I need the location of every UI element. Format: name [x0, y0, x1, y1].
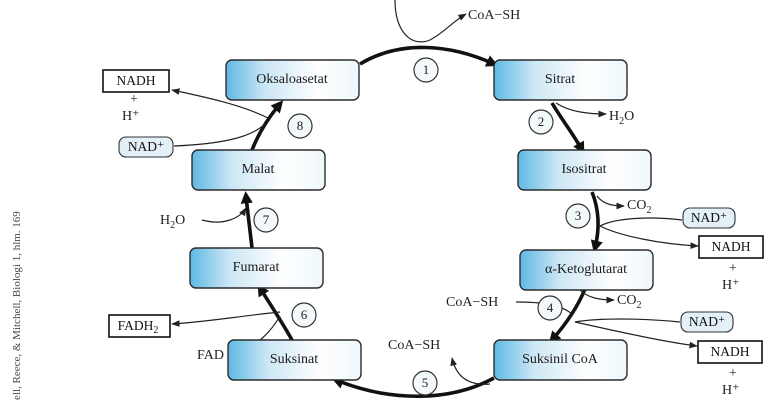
nadh-box-left: NADH — [102, 69, 170, 93]
node-suksinil-coa-label: Suksinil CoA — [522, 352, 599, 367]
side-arrows — [171, 0, 699, 385]
svg-text:NADH: NADH — [712, 239, 751, 254]
svg-text:NAD⁺: NAD⁺ — [689, 314, 725, 329]
step-8-badge: 8 — [287, 113, 313, 139]
arrow-suksinil-to-suksinat — [331, 376, 495, 399]
node-fumarat: Fumarat — [189, 247, 324, 289]
figure-credit: ell, Reece, & Mitchell, Biologi 1, hlm. … — [11, 211, 23, 400]
arrow-nad-in-3 — [599, 217, 683, 227]
node-isositrat: Isositrat — [517, 149, 652, 191]
arrow-nadh-out-4 — [574, 321, 698, 349]
node-malat-label: Malat — [242, 162, 275, 177]
step-1-badge: 1 — [413, 57, 439, 83]
svg-text:3: 3 — [575, 208, 582, 223]
hplus-label-right-1: H⁺ — [722, 278, 740, 293]
node-suksinat-label: Suksinat — [270, 352, 318, 367]
plus-sign-right-2: + — [729, 366, 737, 381]
node-sitrat-label: Sitrat — [545, 72, 575, 87]
arrow-nadh-out-8 — [171, 88, 269, 119]
coa-sh-label-top: CoA−SH — [468, 8, 520, 23]
node-suksinil-coa: Suksinil CoA — [493, 339, 628, 381]
svg-text:NADH: NADH — [711, 344, 750, 359]
node-isositrat-label: Isositrat — [561, 162, 606, 177]
arrow-fadh2-out-6 — [171, 311, 281, 327]
hplus-label-left: H⁺ — [122, 109, 140, 124]
coa-sh-label-ketoglutarat: CoA−SH — [446, 295, 498, 310]
step-5-badge: 5 — [412, 370, 438, 396]
hplus-label-right-2: H⁺ — [722, 383, 740, 398]
svg-text:FADH2: FADH2 — [118, 318, 159, 336]
node-oksaloasetat: Oksaloasetat — [225, 59, 360, 101]
arrow-coa-release-5 — [450, 357, 491, 385]
h2o-label-malat: H2O — [160, 213, 185, 231]
nadh-box-right-2: NADH — [697, 340, 763, 364]
arrow-nad-in-8 — [173, 123, 266, 147]
svg-text:4: 4 — [547, 300, 554, 315]
node-fumarat-label: Fumarat — [233, 260, 280, 275]
arrow-malat-to-oksaloasetat — [250, 100, 284, 151]
step-4-badge: 4 — [537, 295, 563, 321]
arrow-oksaloasetat-to-sitrat — [359, 45, 499, 67]
arrow-sitrat-to-isositrat — [550, 102, 585, 155]
node-ketoglutarat: α-Ketoglutarat — [519, 249, 654, 291]
arrow-h2o-release — [555, 102, 607, 118]
nadh-box-right-1: NADH — [698, 235, 764, 259]
svg-text:NAD⁺: NAD⁺ — [691, 210, 727, 225]
step-6-badge: 6 — [291, 302, 317, 328]
arrow-nad-in-4 — [574, 318, 681, 323]
node-oksaloasetat-label: Oksaloasetat — [256, 72, 328, 87]
node-suksinat: Suksinat — [227, 339, 362, 381]
arrow-co2-release-4 — [579, 289, 615, 304]
node-sitrat: Sitrat — [493, 59, 628, 101]
step-2-badge: 2 — [528, 109, 554, 135]
node-malat: Malat — [191, 149, 326, 191]
coa-sh-label-suksinil: CoA−SH — [388, 338, 440, 353]
nad-plus-pill-right-2: NAD⁺ — [680, 311, 734, 333]
plus-sign-left: + — [130, 92, 138, 107]
arrow-nadh-out-3 — [599, 225, 699, 249]
svg-text:6: 6 — [301, 307, 308, 322]
fadh2-box: FADH2 — [108, 314, 171, 338]
svg-text:8: 8 — [297, 118, 304, 133]
svg-text:NAD⁺: NAD⁺ — [128, 139, 164, 154]
arrow-fumarat-to-malat — [240, 191, 254, 249]
step-3-badge: 3 — [565, 203, 591, 229]
node-ketoglutarat-label: α-Ketoglutarat — [545, 262, 627, 277]
nad-plus-pill-right-1: NAD⁺ — [682, 207, 736, 229]
svg-text:5: 5 — [422, 375, 429, 390]
co2-label-isositrat: CO2 — [627, 198, 651, 216]
fad-label: FAD — [197, 348, 224, 363]
svg-text:NADH: NADH — [117, 73, 156, 88]
arrow-co2-release-3 — [596, 195, 625, 210]
arrow-h2o-in-7 — [201, 207, 247, 223]
plus-sign-right-1: + — [729, 261, 737, 276]
step-7-badge: 7 — [253, 207, 279, 233]
svg-text:7: 7 — [263, 212, 270, 227]
nad-plus-pill-left: NAD⁺ — [118, 136, 174, 158]
arrow-suksinat-to-fumarat — [257, 283, 294, 341]
svg-text:1: 1 — [423, 62, 430, 77]
h2o-label-sitrat: H2O — [609, 109, 634, 127]
arrow-isositrat-to-ketoglutarat — [590, 191, 603, 253]
svg-text:2: 2 — [538, 114, 545, 129]
co2-label-ketoglutarat: CO2 — [617, 293, 641, 311]
arrow-coa-release — [394, 0, 467, 43]
